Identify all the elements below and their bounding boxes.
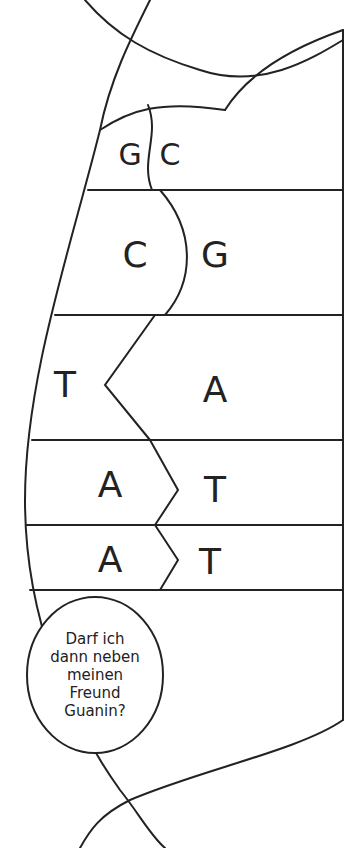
base-letter: G: [198, 234, 232, 276]
speech-text: Darf ich dann neben meinen Freund Guanin…: [45, 630, 145, 720]
base-letter-text: A: [98, 467, 123, 503]
speech-bubble: Darf ich dann neben meinen Freund Guanin…: [25, 595, 165, 755]
base-divider: [155, 525, 178, 590]
base-letter: G: [115, 137, 144, 173]
rung-line: [55, 314, 343, 316]
top-crossing: [100, 106, 225, 130]
frame-line: [342, 30, 344, 720]
bubble-ellipse: [27, 597, 163, 753]
base-letter-text: G: [118, 140, 141, 170]
dna-strand: [225, 30, 343, 110]
rung-line: [30, 589, 343, 591]
dna-strand: [25, 0, 165, 848]
rung-line: [88, 189, 343, 191]
base-letter: A: [95, 464, 126, 506]
base-letter-text: A: [98, 542, 123, 578]
base-letter-text: G: [201, 237, 229, 273]
base-letter: T: [196, 541, 224, 583]
base-letter-text: T: [204, 472, 226, 508]
rung-line: [32, 439, 343, 441]
base-letter: A: [95, 539, 126, 581]
base-letter-text: T: [199, 544, 221, 580]
base-letter: T: [51, 364, 79, 406]
base-letter-text: A: [203, 372, 228, 408]
rung-line: [26, 524, 343, 526]
base-letter-text: T: [54, 367, 76, 403]
base-letter: C: [119, 234, 150, 276]
dna-strand: [85, 0, 343, 77]
base-divider: [148, 105, 152, 190]
base-divider: [105, 315, 155, 440]
base-letter: A: [200, 369, 231, 411]
base-letter: C: [157, 137, 184, 173]
base-divider: [150, 440, 178, 525]
base-letter-text: C: [122, 237, 147, 273]
base-letter-text: C: [160, 140, 181, 170]
base-divider: [160, 190, 187, 315]
base-letter: T: [201, 469, 229, 511]
